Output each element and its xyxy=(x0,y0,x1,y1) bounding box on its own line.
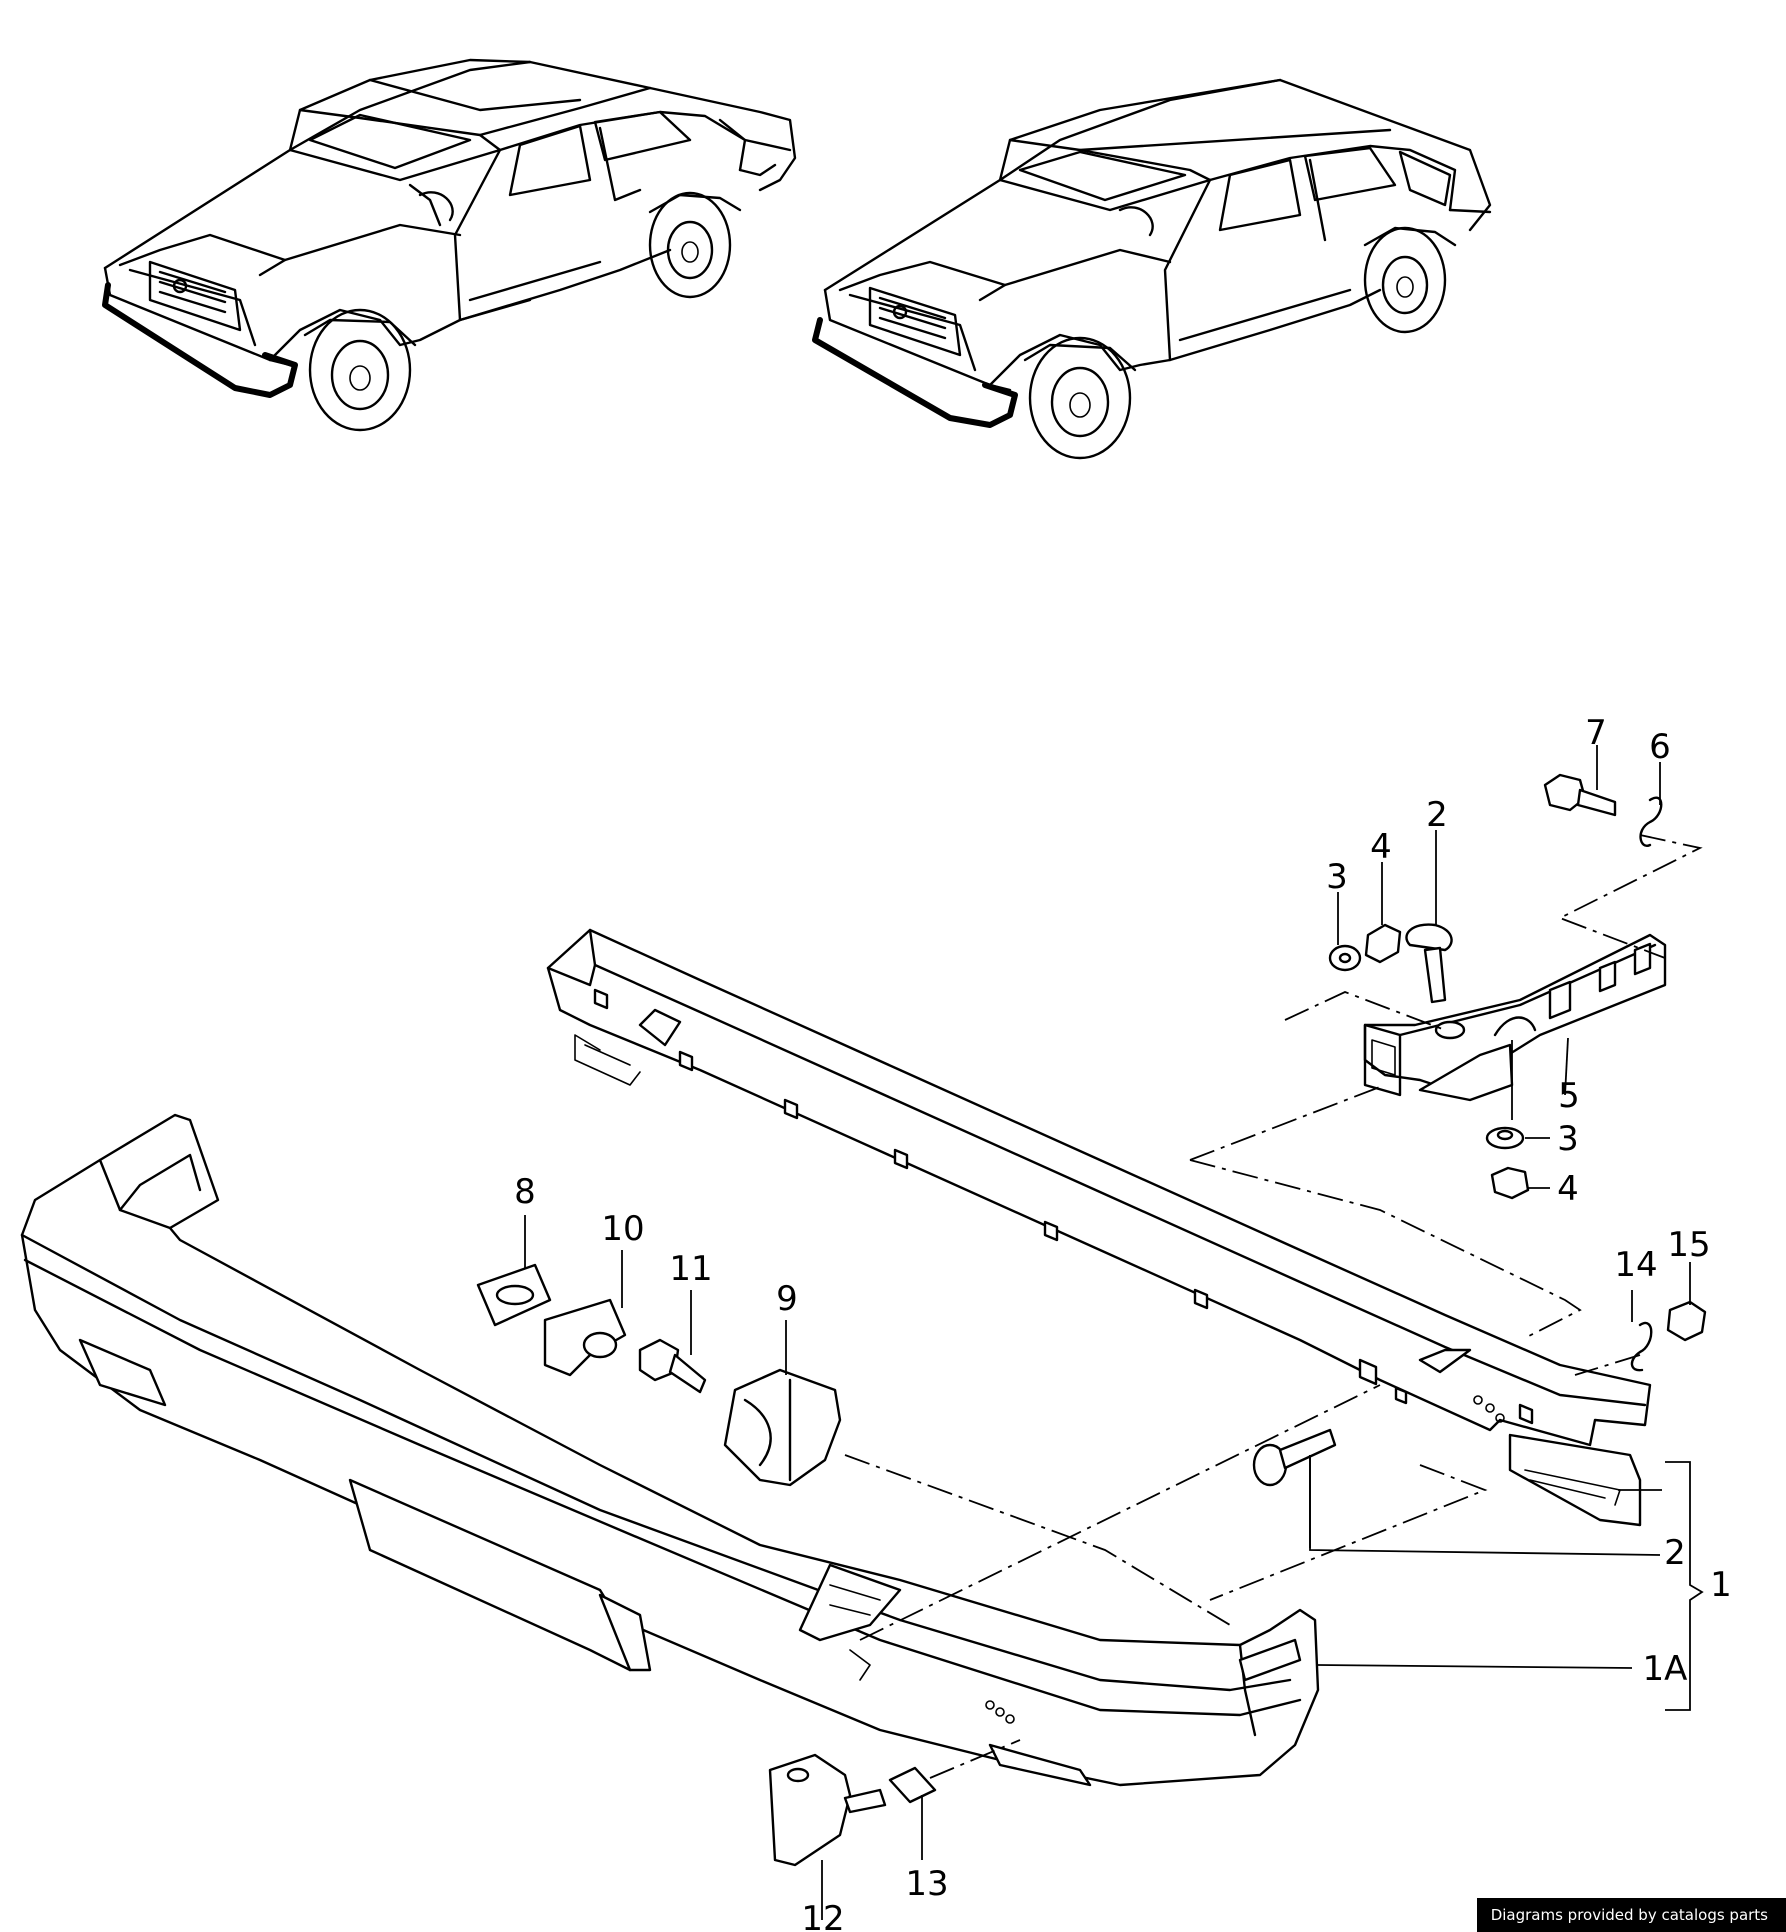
part-2-carriage-bolt-bottom xyxy=(1252,1428,1337,1487)
part-12-end-cap xyxy=(768,1753,887,1867)
callout-2-top: 2 xyxy=(1426,795,1448,835)
callout-3-bottom: 3 xyxy=(1557,1119,1579,1159)
part-11-screw xyxy=(638,1338,707,1394)
estate-car-illustration xyxy=(812,78,1492,460)
callout-12: 12 xyxy=(801,1899,844,1932)
callout-5: 5 xyxy=(1558,1076,1580,1116)
part-9-guide-bracket xyxy=(723,1368,842,1487)
part-3-washer-top xyxy=(1328,944,1362,972)
callout-10: 10 xyxy=(601,1209,644,1249)
part-15-nut xyxy=(1666,1300,1707,1342)
callout-15: 15 xyxy=(1667,1225,1710,1265)
leader-lines xyxy=(524,745,1704,1920)
callout-labels: 7 6 2 4 3 5 3 4 8 10 11 9 14 15 2 1 1A 1… xyxy=(514,713,1732,1932)
callout-4-top: 4 xyxy=(1370,827,1392,867)
coupe-car-illustration xyxy=(102,58,797,432)
reinforcement-rail xyxy=(546,928,1652,1527)
callout-3-top: 3 xyxy=(1326,857,1348,897)
callout-4-bottom: 4 xyxy=(1557,1169,1579,1209)
part-13-spacer xyxy=(888,1766,937,1804)
part-14-spring-washer xyxy=(1630,1321,1653,1372)
part-8-nut-plate xyxy=(476,1263,552,1327)
callout-13: 13 xyxy=(905,1864,948,1904)
callout-11: 11 xyxy=(669,1249,712,1289)
callout-1: 1 xyxy=(1710,1565,1732,1605)
credit-banner: Diagrams provided by catalogs parts xyxy=(1476,1898,1786,1932)
bumper-mounting-bracket xyxy=(1363,933,1667,1102)
assembly-dash-lines xyxy=(844,834,1703,1779)
part-10-clip xyxy=(543,1298,627,1377)
part-4-nut-top xyxy=(1364,923,1402,964)
part-2-carriage-bolt-top xyxy=(1405,923,1453,1004)
part-4-nut-bottom xyxy=(1490,1166,1530,1200)
callout-6: 6 xyxy=(1649,727,1671,767)
callout-1a: 1A xyxy=(1643,1649,1688,1689)
callout-9: 9 xyxy=(776,1279,798,1319)
part-7-bolt xyxy=(1543,773,1617,817)
bumper-cover xyxy=(20,1113,1320,1787)
callout-14: 14 xyxy=(1614,1245,1657,1285)
callout-2-bottom: 2 xyxy=(1664,1533,1686,1573)
part-3-washer-bottom xyxy=(1485,1126,1525,1150)
callout-8: 8 xyxy=(514,1172,536,1212)
callout-7: 7 xyxy=(1585,713,1607,753)
